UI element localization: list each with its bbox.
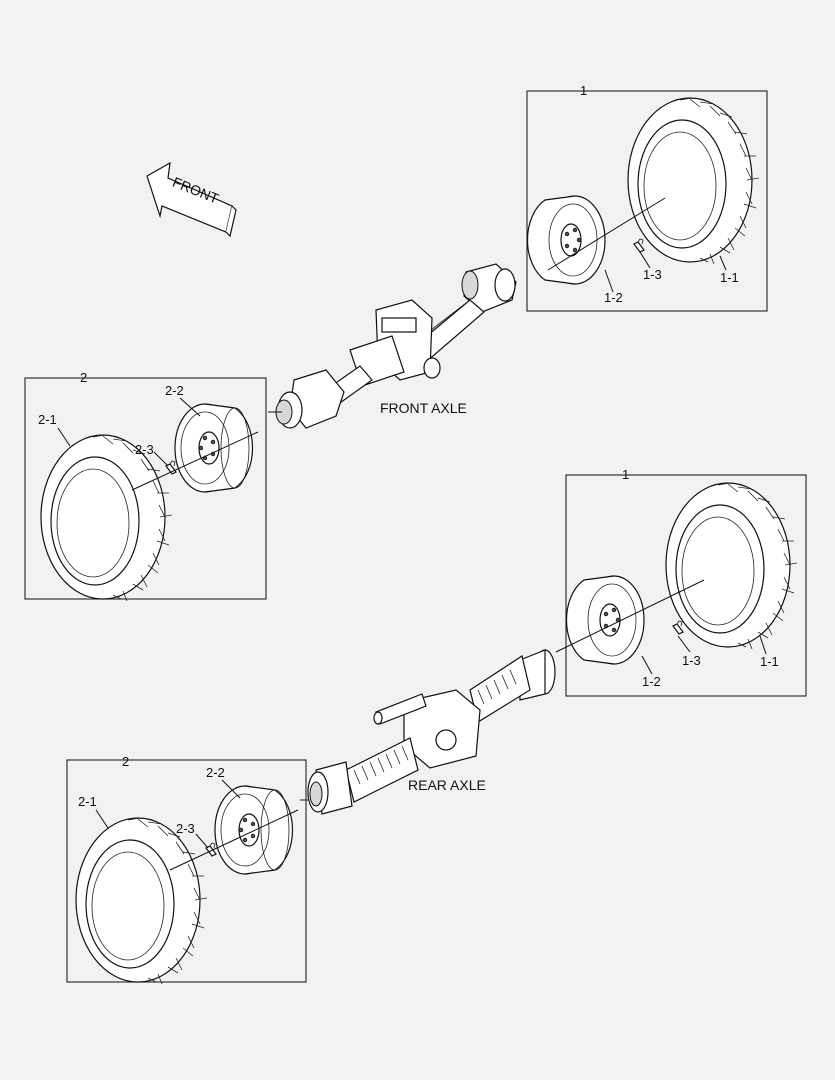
rear-axle-label: REAR AXLE — [408, 777, 486, 793]
front-direction-arrow-icon: FRONT — [146, 161, 237, 238]
front-right-wheel-group: 1 1-3 1-2 1-1 — [526, 83, 768, 312]
rim-label: 1-2 — [642, 674, 661, 689]
group-box — [526, 90, 768, 312]
rim-label: 2-2 — [165, 383, 184, 398]
tire-label: 2-1 — [78, 794, 97, 809]
tire — [627, 97, 760, 265]
valve — [672, 620, 684, 635]
group-number: 2 — [122, 754, 129, 769]
group-box — [565, 474, 807, 697]
rim-label: 1-2 — [604, 290, 623, 305]
valve — [633, 238, 645, 253]
rim — [565, 575, 645, 665]
tire-label: 1-1 — [720, 270, 739, 285]
tire-label: 2-1 — [38, 412, 57, 427]
tire — [75, 817, 208, 985]
group-number: 1 — [580, 83, 587, 98]
group-box — [24, 377, 267, 600]
valve-label: 1-3 — [682, 653, 701, 668]
tire — [40, 434, 173, 602]
valve-label: 2-3 — [176, 821, 195, 836]
rear-axle-assembly: REAR AXLE — [300, 649, 556, 815]
rear-left-wheel-group: 2 2-2 2-3 2-1 — [66, 754, 307, 985]
group-number: 2 — [80, 370, 87, 385]
front-axle-label: FRONT AXLE — [380, 400, 467, 416]
rim — [214, 785, 294, 875]
group-box — [66, 759, 307, 983]
tire — [665, 482, 798, 650]
rim — [526, 195, 606, 285]
rim-label: 2-2 — [206, 765, 225, 780]
front-left-wheel-group: 2 2-2 2-3 2-1 — [24, 370, 267, 602]
valve-label: 2-3 — [135, 442, 154, 457]
group-number: 1 — [622, 467, 629, 482]
tire-label: 1-1 — [760, 654, 779, 669]
valve-label: 1-3 — [643, 267, 662, 282]
front-axle-assembly: FRONT AXLE — [268, 263, 517, 429]
rear-right-wheel-group: 1 1-3 1-2 1-1 — [555, 467, 807, 697]
rim — [174, 403, 254, 493]
